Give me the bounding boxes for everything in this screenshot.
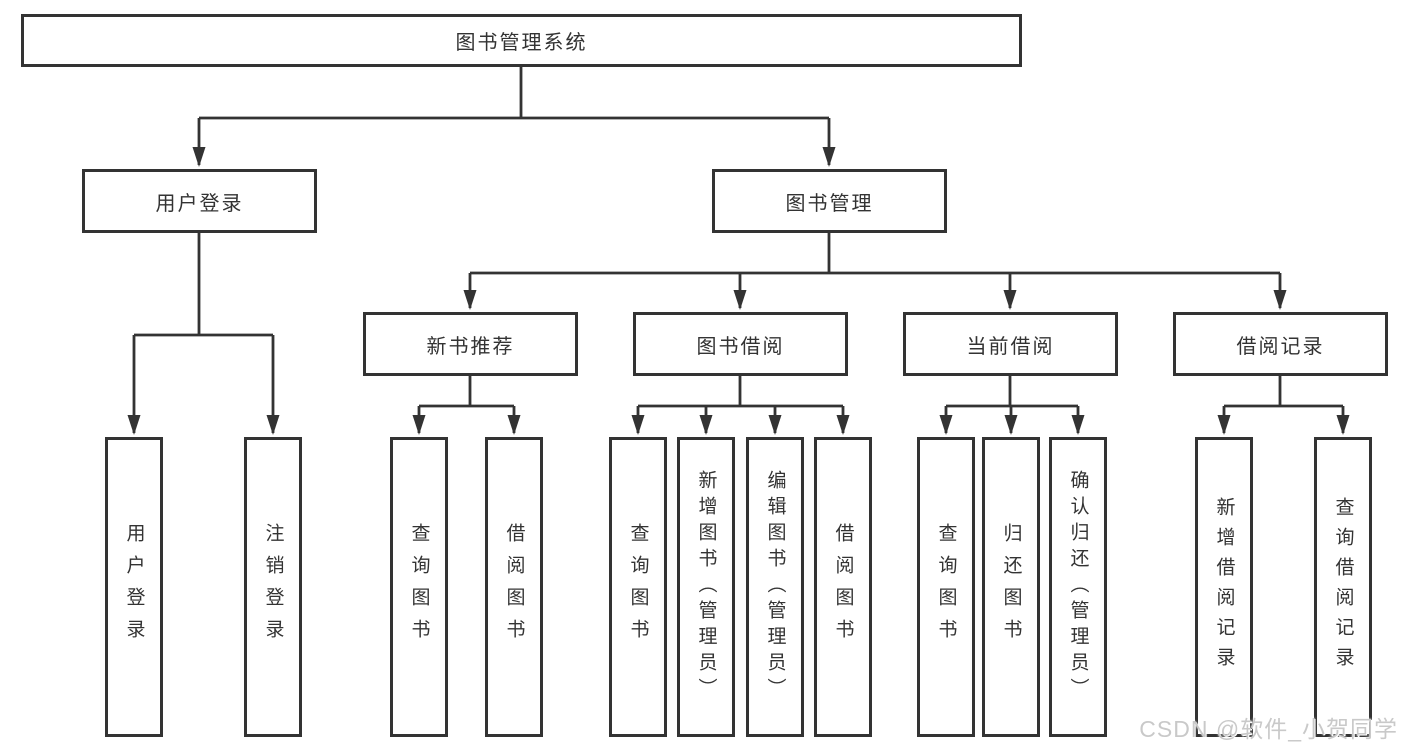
watermark-text: CSDN @软件_小贺同学 xyxy=(1139,716,1398,742)
node-label: 图书管理系统 xyxy=(455,32,588,54)
leaf-label: 新增借阅记录 xyxy=(1213,497,1235,677)
node-user-login: 用户登录 xyxy=(82,169,317,233)
node-current-borrow: 当前借阅 xyxy=(903,312,1118,376)
node-root-system: 图书管理系统 xyxy=(21,14,1022,67)
leaf-label: 编辑图书（管理员） xyxy=(764,470,786,704)
node-label: 图书管理 xyxy=(785,192,874,215)
leaf-confirm-return-admin: 确认归还（管理员） xyxy=(1049,437,1107,737)
leaf-query-books-current: 查询图书 xyxy=(917,437,975,737)
leaf-label: 查询图书 xyxy=(627,523,649,651)
leaf-add-book-admin: 新增图书（管理员） xyxy=(677,437,735,737)
leaf-label: 查询借阅记录 xyxy=(1332,497,1354,677)
leaf-user-login: 用户登录 xyxy=(105,437,163,737)
leaf-borrow-books-recommend: 借阅图书 xyxy=(485,437,543,737)
leaf-logout: 注销登录 xyxy=(244,437,302,737)
node-label: 新书推荐 xyxy=(426,335,515,358)
node-label: 借阅记录 xyxy=(1236,335,1325,358)
leaf-label: 确认归还（管理员） xyxy=(1067,470,1089,704)
leaf-borrow-books: 借阅图书 xyxy=(814,437,872,737)
node-label: 图书借阅 xyxy=(696,335,785,358)
leaf-add-borrow-record: 新增借阅记录 xyxy=(1195,437,1253,737)
leaf-label: 新增图书（管理员） xyxy=(695,470,717,704)
node-new-book-recommend: 新书推荐 xyxy=(363,312,578,376)
node-book-management: 图书管理 xyxy=(712,169,947,233)
node-label: 当前借阅 xyxy=(966,335,1055,358)
leaf-query-borrow-record: 查询借阅记录 xyxy=(1314,437,1372,737)
node-book-borrow: 图书借阅 xyxy=(633,312,848,376)
leaf-label: 用户登录 xyxy=(123,523,145,651)
leaf-label: 查询图书 xyxy=(935,523,957,651)
leaf-label: 查询图书 xyxy=(408,523,430,651)
leaf-edit-book-admin: 编辑图书（管理员） xyxy=(746,437,804,737)
leaf-query-books-borrow: 查询图书 xyxy=(609,437,667,737)
leaf-label: 注销登录 xyxy=(262,523,284,651)
leaf-query-books-recommend: 查询图书 xyxy=(390,437,448,737)
leaf-label: 借阅图书 xyxy=(503,523,525,651)
leaf-return-books: 归还图书 xyxy=(982,437,1040,737)
leaf-label: 借阅图书 xyxy=(832,523,854,651)
leaf-label: 归还图书 xyxy=(1000,523,1022,651)
node-label: 用户登录 xyxy=(155,192,244,215)
node-borrow-records: 借阅记录 xyxy=(1173,312,1388,376)
